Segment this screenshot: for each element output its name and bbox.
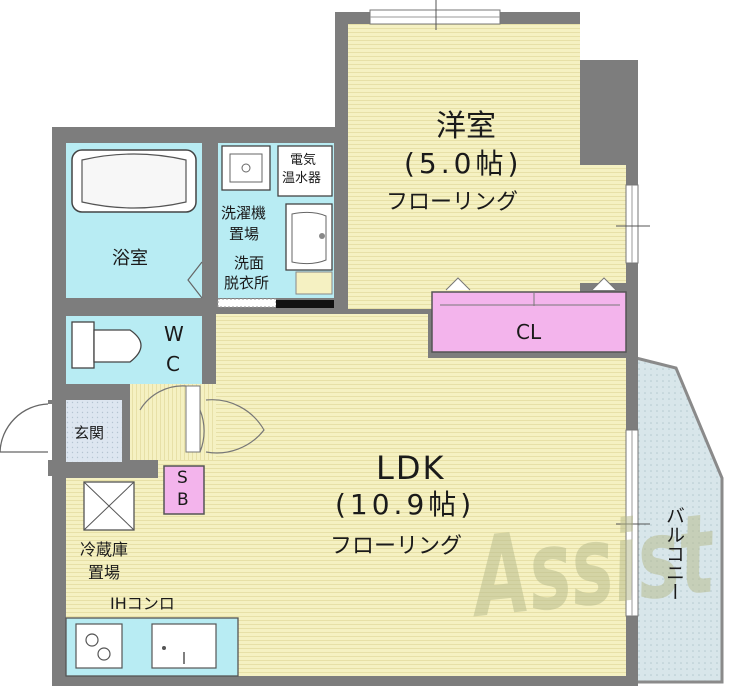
- water-heater-label-1: 電気: [290, 153, 317, 168]
- toilet-label-w: W: [164, 322, 184, 346]
- ldk-floor: [66, 314, 626, 676]
- closet-name: CL: [516, 320, 542, 344]
- balcony-name: バルコニー: [663, 506, 685, 601]
- entrance-door: [0, 403, 52, 460]
- toilet-label-c: C: [166, 352, 180, 376]
- watermark: Assist: [462, 489, 721, 642]
- washer-space-label-2: 置場: [229, 225, 260, 243]
- toilet-bowl: [71, 321, 142, 369]
- fridge-space-label-2: 置場: [88, 563, 121, 582]
- bathtub: [71, 149, 197, 213]
- bathroom-name: 浴室: [112, 248, 148, 269]
- western-room-floor: [348, 24, 580, 309]
- water-heater-label-2: 温水器: [282, 171, 322, 186]
- partition-bar: [276, 300, 334, 308]
- shoe-box-label-s: S: [177, 468, 188, 488]
- entrance-floor: [66, 400, 122, 462]
- washroom-label-2: 脱衣所: [224, 274, 270, 292]
- ldk-floor-type: フローリング: [330, 534, 463, 559]
- ih-stove-label: IHコンロ: [110, 594, 175, 613]
- western-room-floor-notch: [580, 165, 626, 283]
- fridge-space-label-1: 冷蔵庫: [80, 540, 129, 559]
- bathroom-door-mark: [187, 261, 203, 299]
- western-room-name: 洋室: [436, 109, 496, 144]
- ldk-name: LDK: [376, 449, 446, 487]
- shoe-box-label-b: B: [177, 490, 189, 510]
- shoe-box: [163, 465, 205, 515]
- wash-basin: [285, 203, 333, 271]
- western-room-floor-type: フローリング: [386, 190, 519, 215]
- washer-pan: [221, 145, 271, 191]
- window-north: [369, 0, 501, 30]
- ldk-size: (10.9帖): [335, 488, 476, 521]
- washroom-shelf: [295, 271, 333, 295]
- closet: [431, 277, 627, 353]
- window-east-room: [616, 184, 650, 264]
- washroom-sliding-door: [217, 298, 277, 308]
- entrance-name: 玄関: [74, 424, 105, 442]
- fridge-place: [83, 481, 135, 531]
- kitchen-counter: [65, 617, 239, 677]
- washroom-label-1: 洗面: [234, 254, 265, 272]
- window-balcony: [616, 429, 650, 617]
- corridor-doors: [139, 385, 265, 454]
- water-heater-box: [277, 145, 333, 197]
- western-room-size: (5.0帖): [404, 147, 523, 180]
- washer-space-label-1: 洗濯機: [221, 204, 267, 222]
